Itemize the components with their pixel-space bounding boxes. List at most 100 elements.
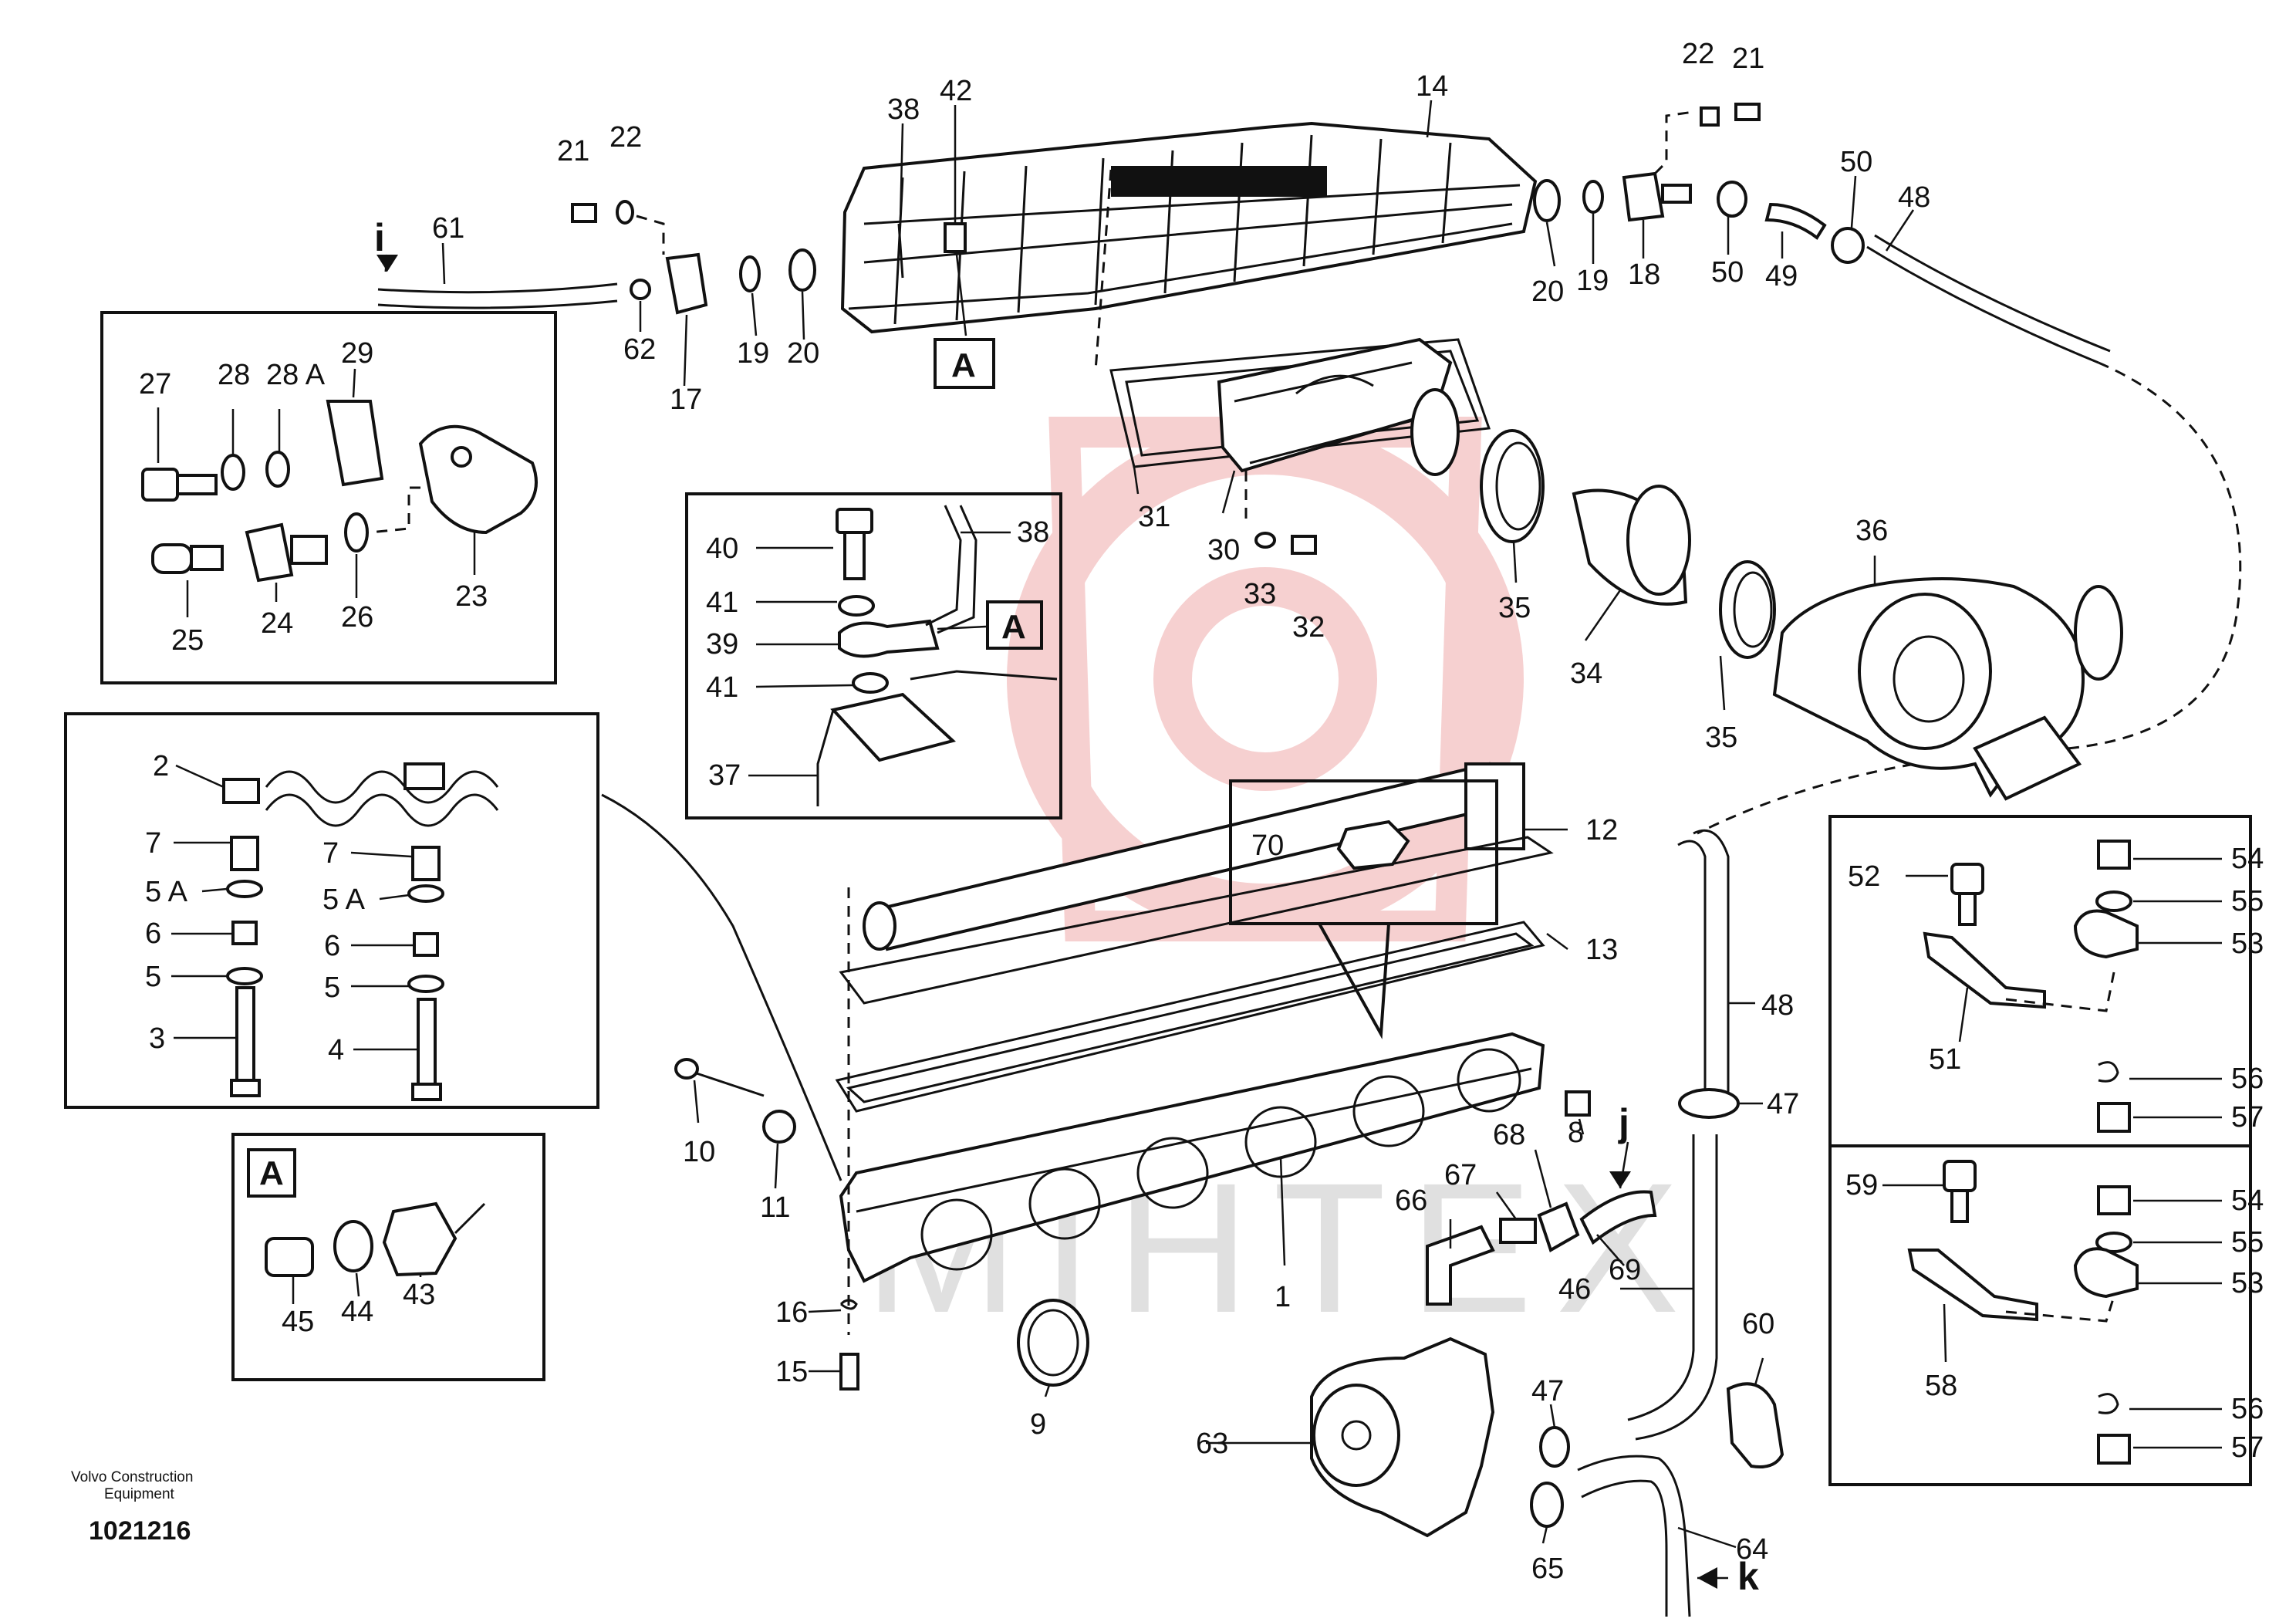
- inset-box-pipe-union: [685, 492, 1062, 819]
- callout-60: 60: [1742, 1308, 1774, 1340]
- callout-53b: 53: [2231, 1267, 2264, 1299]
- callout-35a: 35: [1498, 592, 1531, 624]
- callout-48b: 48: [1761, 989, 1794, 1022]
- callout-18: 18: [1628, 259, 1660, 291]
- callout-19a: 19: [737, 337, 769, 370]
- flow-marker-k: k: [1737, 1555, 1759, 1598]
- callout-29: 29: [341, 337, 373, 370]
- inset-box-mounting: [64, 712, 599, 1109]
- callout-51: 51: [1929, 1043, 1961, 1076]
- callout-42: 42: [940, 75, 972, 107]
- callout-13: 13: [1585, 934, 1618, 966]
- detail-a-marker-box: A: [259, 1154, 284, 1192]
- callout-64: 64: [1736, 1533, 1768, 1566]
- callout-5a1: 5 A: [145, 876, 188, 908]
- flow-marker-i: i: [374, 216, 385, 259]
- callout-7b: 7: [322, 837, 339, 870]
- callout-32: 32: [1292, 611, 1325, 644]
- callout-55b: 55: [2231, 1226, 2264, 1259]
- callout-45: 45: [282, 1306, 314, 1338]
- callout-6a: 6: [145, 917, 161, 950]
- detail-a-marker-inset: A: [1001, 608, 1026, 646]
- callout-62: 62: [623, 333, 656, 366]
- callout-23: 23: [455, 580, 488, 613]
- credit-line-1: Volvo Construction: [71, 1469, 193, 1485]
- callout-58: 58: [1925, 1370, 1957, 1402]
- callout-49: 49: [1765, 260, 1798, 292]
- callout-70: 70: [1251, 830, 1284, 862]
- callout-57b: 57: [2231, 1431, 2264, 1464]
- flow-marker-j: j: [1618, 1101, 1629, 1144]
- callout-48a: 48: [1898, 181, 1930, 214]
- callout-37: 37: [708, 759, 741, 792]
- callout-38a: 38: [887, 93, 920, 126]
- inset-box-detail-a: [231, 1133, 545, 1381]
- callout-16: 16: [775, 1296, 808, 1329]
- callout-34: 34: [1570, 657, 1602, 690]
- callout-8: 8: [1568, 1117, 1584, 1149]
- callout-66: 66: [1395, 1184, 1427, 1217]
- callout-68: 68: [1493, 1119, 1525, 1151]
- callout-26: 26: [341, 601, 373, 634]
- callout-39: 39: [706, 628, 738, 661]
- callout-11: 11: [760, 1191, 790, 1224]
- callout-2: 2: [153, 750, 169, 782]
- main-assembly: [376, 100, 2242, 1617]
- callout-25: 25: [171, 624, 204, 657]
- callout-69: 69: [1609, 1254, 1641, 1286]
- callout-1: 1: [1275, 1281, 1291, 1313]
- inset-box-fitting: [100, 311, 557, 684]
- callout-17: 17: [670, 384, 702, 416]
- callout-56a: 56: [2231, 1063, 2264, 1095]
- callout-47a: 47: [1767, 1088, 1799, 1120]
- callout-21: 21: [557, 135, 589, 167]
- inset-box-brackets: [1828, 815, 2252, 1486]
- callout-5a: 5: [145, 961, 161, 993]
- callout-54b: 54: [2231, 1184, 2264, 1217]
- callout-5b: 5: [324, 972, 340, 1004]
- callout-24: 24: [261, 607, 293, 640]
- callout-3: 3: [149, 1022, 165, 1055]
- callout-65: 65: [1531, 1553, 1564, 1585]
- callout-labels: 61 21 22 62 17 19 20 38 42 A 14 22 21 20…: [71, 38, 2264, 1598]
- callout-5a2: 5 A: [322, 884, 366, 916]
- callout-27: 27: [139, 368, 171, 400]
- callout-50a: 50: [1711, 256, 1744, 289]
- callout-28: 28: [218, 359, 250, 391]
- callout-41b: 41: [706, 671, 738, 704]
- callout-54a: 54: [2231, 843, 2264, 875]
- document-number: 1021216: [89, 1516, 191, 1546]
- callout-40: 40: [706, 532, 738, 565]
- callout-20b: 20: [1531, 275, 1564, 308]
- callout-43: 43: [403, 1279, 435, 1311]
- callout-53a: 53: [2231, 928, 2264, 960]
- callout-22: 22: [609, 121, 642, 154]
- callout-46: 46: [1558, 1273, 1591, 1306]
- callout-22b: 22: [1682, 38, 1714, 70]
- callout-52: 52: [1848, 860, 1880, 893]
- callout-20a: 20: [787, 337, 819, 370]
- callout-61: 61: [432, 212, 464, 245]
- callout-12: 12: [1585, 814, 1618, 846]
- credit-line-2: Equipment: [104, 1486, 175, 1502]
- callout-50b: 50: [1840, 146, 1872, 178]
- callout-63: 63: [1196, 1428, 1228, 1460]
- callout-56b: 56: [2231, 1393, 2264, 1425]
- callout-9: 9: [1030, 1408, 1046, 1441]
- callout-44: 44: [341, 1296, 373, 1328]
- callout-57a: 57: [2231, 1101, 2264, 1134]
- callout-19b: 19: [1576, 265, 1609, 297]
- callout-10: 10: [683, 1136, 715, 1168]
- callout-6b: 6: [324, 930, 340, 962]
- callout-15: 15: [775, 1356, 808, 1388]
- callout-21b: 21: [1732, 42, 1764, 75]
- callout-41a: 41: [706, 586, 738, 619]
- callout-31: 31: [1138, 501, 1170, 533]
- callout-28a: 28 A: [266, 359, 326, 391]
- callout-47b: 47: [1531, 1375, 1564, 1407]
- callout-67: 67: [1444, 1159, 1477, 1191]
- callout-30: 30: [1207, 534, 1240, 566]
- callout-7a: 7: [145, 827, 161, 860]
- detail-a-marker-main: A: [951, 346, 976, 384]
